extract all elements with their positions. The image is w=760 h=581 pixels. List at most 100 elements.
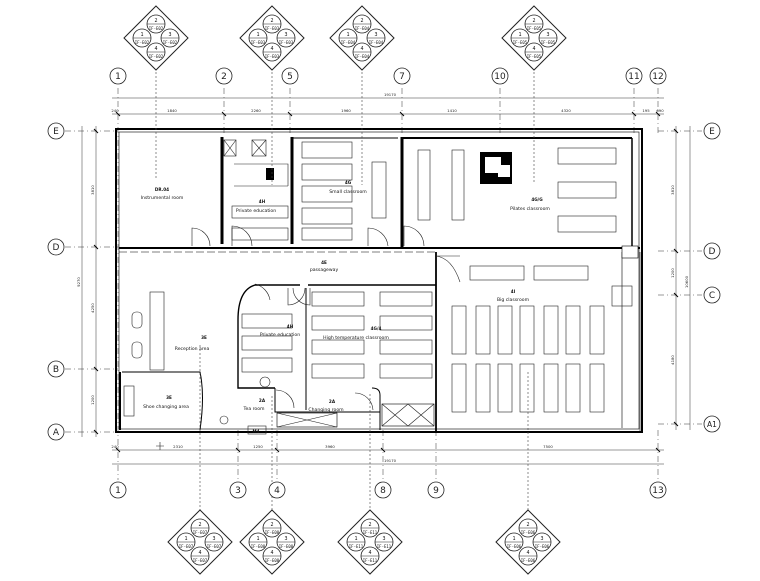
elevation-sheet-ref: IF-E07 — [193, 558, 208, 563]
dim-right-seg: 1200 — [670, 268, 675, 278]
grid-label-top: 7 — [399, 72, 405, 82]
room-name: Private education — [260, 332, 300, 338]
dim-left-total: 9270 — [76, 277, 81, 287]
elevation-sheet-ref: IF-E03 — [265, 54, 280, 59]
grid-label-top: 2 — [221, 72, 227, 82]
grid-label-left: D — [53, 243, 60, 253]
elevation-number: 3 — [374, 32, 377, 38]
elevation-number: 3 — [540, 536, 543, 542]
grid-label-top: 1 — [115, 72, 121, 82]
dim-right-seg: 3810 — [670, 185, 675, 195]
elevation-sheet-ref: IF-E04 — [355, 54, 370, 59]
elevation-sheet-ref: IF-E03 — [265, 26, 280, 31]
dim-right-total: 10600 — [684, 275, 689, 288]
grid-label-left: E — [53, 127, 59, 137]
elevation-sheet-ref: IF-E05 — [527, 26, 542, 31]
elevation-number: 3 — [212, 536, 215, 542]
grid-label-left: B — [53, 365, 59, 375]
furniture — [123, 139, 633, 450]
elevation-number: 2 — [154, 18, 157, 24]
dim-top-seg: 195 — [642, 108, 650, 113]
elevation-sheet-ref: IF-E04 — [369, 40, 384, 45]
elevation-number: 1 — [346, 32, 349, 38]
grid-bubbles: 1 2 5 7 10 11 12 1 3 4 8 9 13 E D B A E … — [47, 67, 721, 499]
dim-top-seg: 1840 — [167, 108, 177, 113]
dim-left-seg: 3810 — [90, 185, 95, 195]
room-code: 4H — [259, 199, 266, 204]
elevation-sheet-ref: IF-E06 — [535, 544, 550, 549]
room-code: 3E — [166, 395, 172, 400]
grid-label-top: 10 — [494, 72, 506, 82]
grid-label-right: E — [709, 127, 715, 137]
room-name: High temperature classroom — [323, 335, 389, 341]
room-code: DR.04 — [155, 187, 169, 192]
elevation-sheet-ref: IF-E06 — [507, 544, 522, 549]
elevation-number: 2 — [526, 522, 529, 528]
dim-bottom-seg: 1250 — [253, 444, 263, 449]
elevation-sheet-ref: IF-E07 — [207, 544, 222, 549]
room-code: 4E — [321, 260, 327, 265]
elevation-sheet-ref: IF-E02 — [163, 40, 178, 45]
elevation-number: 4 — [526, 550, 529, 556]
elevation-sheet-ref: IF-E11 — [363, 558, 378, 563]
room-name: Private education — [236, 208, 276, 214]
elevation-sheet-ref: IF-E11 — [363, 530, 378, 535]
elevation-number: 3 — [284, 32, 287, 38]
room-name: Instrumental room — [141, 195, 184, 201]
room-name: Shoe changing area — [143, 404, 189, 410]
elevation-number: 2 — [360, 18, 363, 24]
elevation-number: 1 — [354, 536, 357, 542]
elevation-number: 1 — [518, 32, 521, 38]
elevation-number: 4 — [154, 46, 157, 52]
grid-label-bottom: 1 — [115, 486, 121, 496]
elevation-sheet-ref: IF-E08 — [279, 544, 294, 549]
dim-top-seg: 1960 — [341, 108, 351, 113]
dim-bottom-seg: 7500 — [543, 444, 553, 449]
elevation-number: 1 — [512, 536, 515, 542]
mat-grid-big — [451, 305, 605, 413]
doors — [191, 225, 425, 411]
elevation-sheet-ref: IF-E08 — [265, 558, 280, 563]
dimension-text: 19170 240 1840 2260 1960 1410 4320 195 6… — [76, 92, 689, 463]
elevation-number: 2 — [198, 522, 201, 528]
elevation-number: 4 — [360, 46, 363, 52]
grid-label-bottom: 8 — [380, 486, 386, 496]
dim-bottom-seg: 2310 — [173, 444, 183, 449]
dim-bottom-seg: 240 — [111, 444, 119, 449]
elevation-number: 2 — [368, 522, 371, 528]
dim-top-seg: 690 — [656, 108, 664, 113]
elevation-sheet-ref: IF-E05 — [527, 54, 542, 59]
dim-top-seg: 4320 — [561, 108, 571, 113]
room-name: Pilates classroom — [510, 206, 550, 212]
room-code: 3E — [201, 335, 207, 340]
dim-top-seg: 2260 — [251, 108, 261, 113]
elevation-sheet-ref: IF-E07 — [179, 544, 194, 549]
dim-left-seg: 4250 — [90, 303, 95, 313]
elevation-sheet-ref: IF-E05 — [513, 40, 528, 45]
room-code: 2A — [329, 399, 336, 404]
dim-top-total: 19170 — [384, 92, 397, 97]
elevation-number: 3 — [546, 32, 549, 38]
dim-right-seg: 4180 — [670, 355, 675, 365]
elevation-number: 2 — [270, 522, 273, 528]
elevation-sheet-ref: IF-E08 — [265, 530, 280, 535]
door-tag: M4 — [252, 429, 259, 434]
room-name: Changing room — [308, 407, 344, 413]
elevation-sheet-ref: IF-E05 — [541, 40, 556, 45]
elevation-sheet-ref: IF-E08 — [251, 544, 266, 549]
elevation-sheet-ref: IF-E02 — [135, 40, 150, 45]
elevation-sheet-ref: IF-E06 — [521, 530, 536, 535]
grid-label-bottom: 9 — [433, 486, 439, 496]
marker-leaders — [155, 72, 535, 510]
room-name: Big classroom — [497, 297, 530, 303]
elevation-sheet-ref: IF-E03 — [251, 40, 266, 45]
dim-left-seg: 1200 — [90, 395, 95, 405]
